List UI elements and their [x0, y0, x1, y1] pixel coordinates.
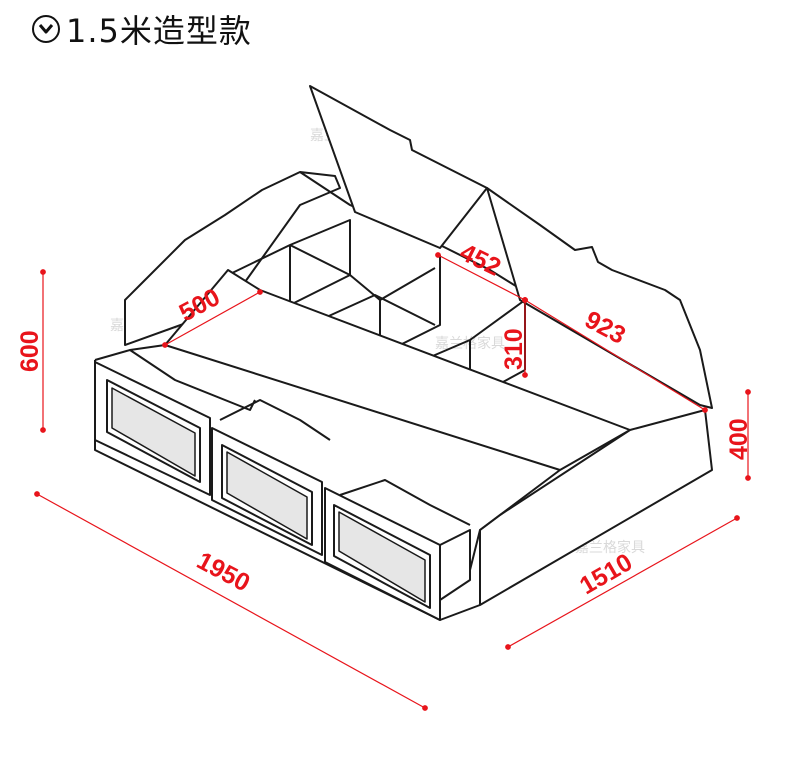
- dim-overall-length: 1950: [192, 547, 254, 598]
- chevron-down-circle-icon: [32, 15, 60, 43]
- dim-bed-height: 400: [725, 418, 753, 460]
- page-title: 1.5米造型款: [32, 6, 252, 52]
- dimension-lines: [34, 252, 751, 711]
- dim-compartment-height: 310: [500, 328, 528, 370]
- page-title-text: 1.5米造型款: [66, 12, 252, 50]
- dim-headboard-height: 600: [16, 330, 44, 372]
